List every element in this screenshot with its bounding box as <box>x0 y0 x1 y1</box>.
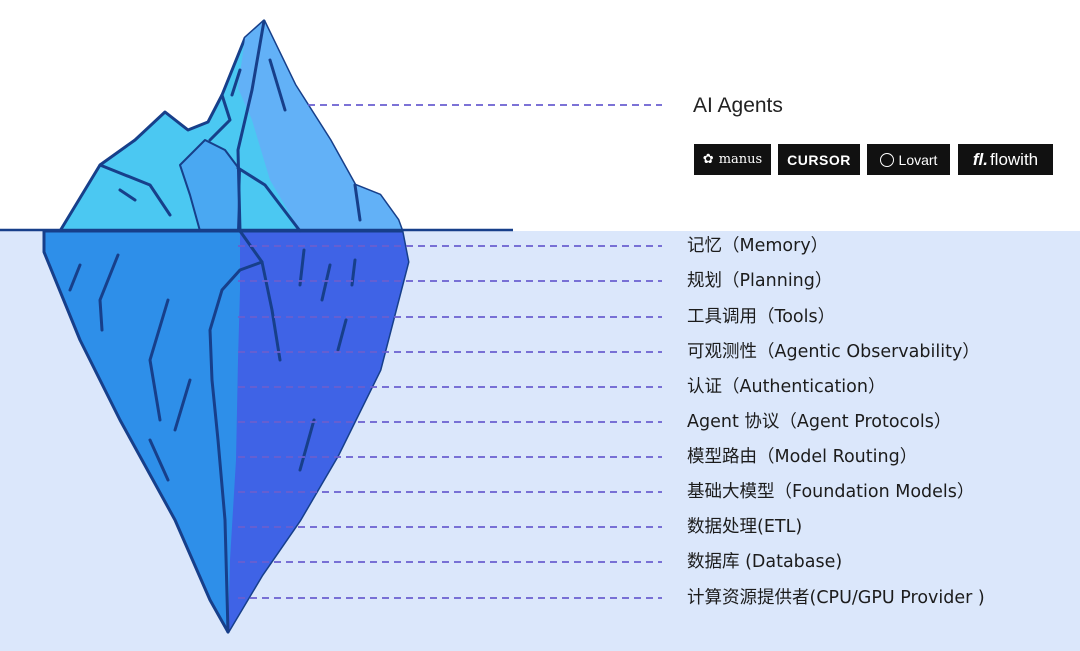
layer-label-memory: 记忆（Memory） <box>687 236 829 256</box>
leader-lines <box>238 104 662 599</box>
lovart-icon <box>879 152 894 167</box>
layer-label-database: 数据库 (Database) <box>687 552 843 572</box>
layer-label-protocols: Agent 协议（Agent Protocols） <box>687 412 952 432</box>
lovart-logo: Lovart <box>867 144 950 175</box>
layer-label-observability: 可观测性（Agentic Observability） <box>687 342 980 362</box>
iceberg-cracks-bottom <box>68 229 357 634</box>
flowith-logo-text: flowith <box>989 149 1039 169</box>
manus-icon: ✿ <box>702 152 714 167</box>
lovart-logo-text: Lovart <box>898 151 938 168</box>
layer-label-etl: 数据处理(ETL) <box>687 517 803 537</box>
layer-label-planning: 规划（Planning） <box>687 271 833 291</box>
layer-label-foundation: 基础大模型（Foundation Models） <box>687 482 975 502</box>
iceberg-peak-facet <box>238 21 402 231</box>
cursor-logo: CURSOR <box>778 144 860 175</box>
iceberg-cracks-top <box>98 19 362 233</box>
layer-label-routing: 模型路由（Model Routing） <box>687 447 918 467</box>
cursor-logo-text: CURSOR <box>787 151 851 168</box>
manus-logo: ✿ manus <box>694 144 771 175</box>
layer-label-authentication: 认证（Authentication） <box>687 377 886 397</box>
flowith-logo: fl. flowith <box>958 144 1053 175</box>
manus-logo-text: manus <box>718 152 763 167</box>
layer-label-tools: 工具调用（Tools） <box>687 307 836 327</box>
layer-label-compute: 计算资源提供者(CPU/GPU Provider ) <box>687 588 985 608</box>
iceberg-underwater-right <box>228 231 408 632</box>
flowith-icon: fl. <box>972 149 988 169</box>
ai-agents-title: AI Agents <box>693 94 783 117</box>
